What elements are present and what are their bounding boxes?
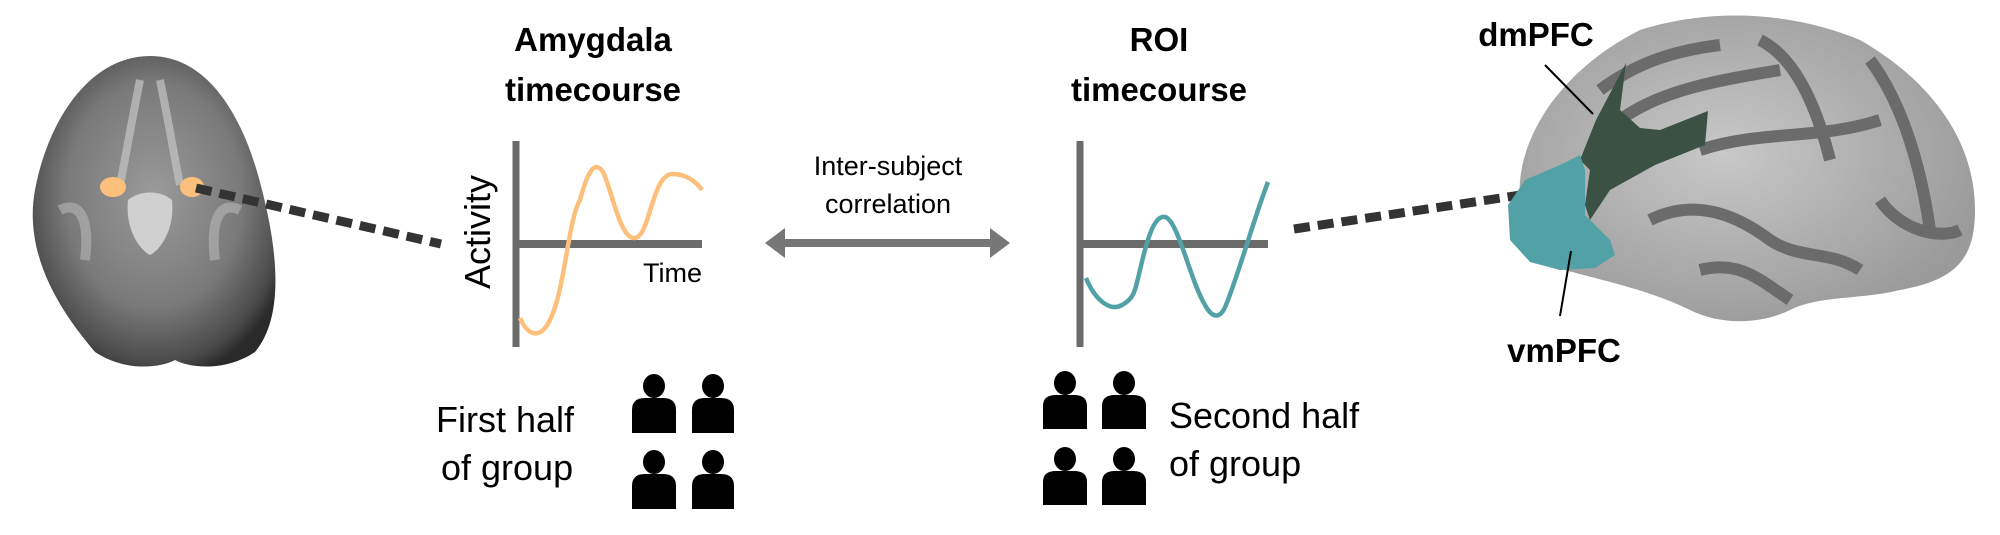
person-icon xyxy=(632,450,676,509)
first-half-group-icons xyxy=(632,374,734,509)
roi-timecourse-plot xyxy=(1076,141,1271,347)
person-icon xyxy=(692,374,734,433)
vmpfc-pointer-line xyxy=(1559,250,1572,317)
amygdala-timecourse-plot: Activity Time xyxy=(457,141,704,347)
brain-surface-image xyxy=(1508,15,1975,322)
roi-title-line2: timecourse xyxy=(1071,71,1247,108)
person-icon xyxy=(1043,447,1087,505)
amygdala-left-blob xyxy=(100,177,126,197)
double-arrow xyxy=(765,228,1010,258)
person-icon xyxy=(1102,371,1146,429)
amygdala-curve xyxy=(517,164,704,336)
isc-label-line1: Inter-subject xyxy=(814,151,963,181)
x-axis-label: Time xyxy=(643,258,702,288)
second-group-line2: of group xyxy=(1169,443,1301,484)
first-group-line1: First half xyxy=(436,399,575,440)
dmpfc-pointer-line xyxy=(1544,64,1594,115)
axial-brain-image xyxy=(32,56,276,367)
dmpfc-label: dmPFC xyxy=(1478,16,1594,53)
roi-curve xyxy=(1083,181,1271,318)
roi-title-line1: ROI xyxy=(1130,21,1189,58)
first-group-line2: of group xyxy=(441,447,573,488)
dashed-connector-left xyxy=(194,183,443,249)
person-icon xyxy=(1102,447,1146,505)
vmpfc-label: vmPFC xyxy=(1507,332,1621,369)
y-axis-label: Activity xyxy=(457,175,498,289)
person-icon xyxy=(1043,371,1087,429)
isc-label-line2: correlation xyxy=(825,189,951,219)
dashed-connector-right xyxy=(1293,190,1522,234)
amygdala-title-line1: Amygdala xyxy=(514,21,672,58)
second-half-group-icons xyxy=(1043,371,1146,505)
vmpfc-region xyxy=(1508,155,1615,270)
dmpfc-region xyxy=(1580,63,1708,220)
person-icon xyxy=(632,374,676,433)
person-icon xyxy=(692,450,734,509)
amygdala-title-line2: timecourse xyxy=(505,71,681,108)
second-group-line1: Second half xyxy=(1169,395,1360,436)
